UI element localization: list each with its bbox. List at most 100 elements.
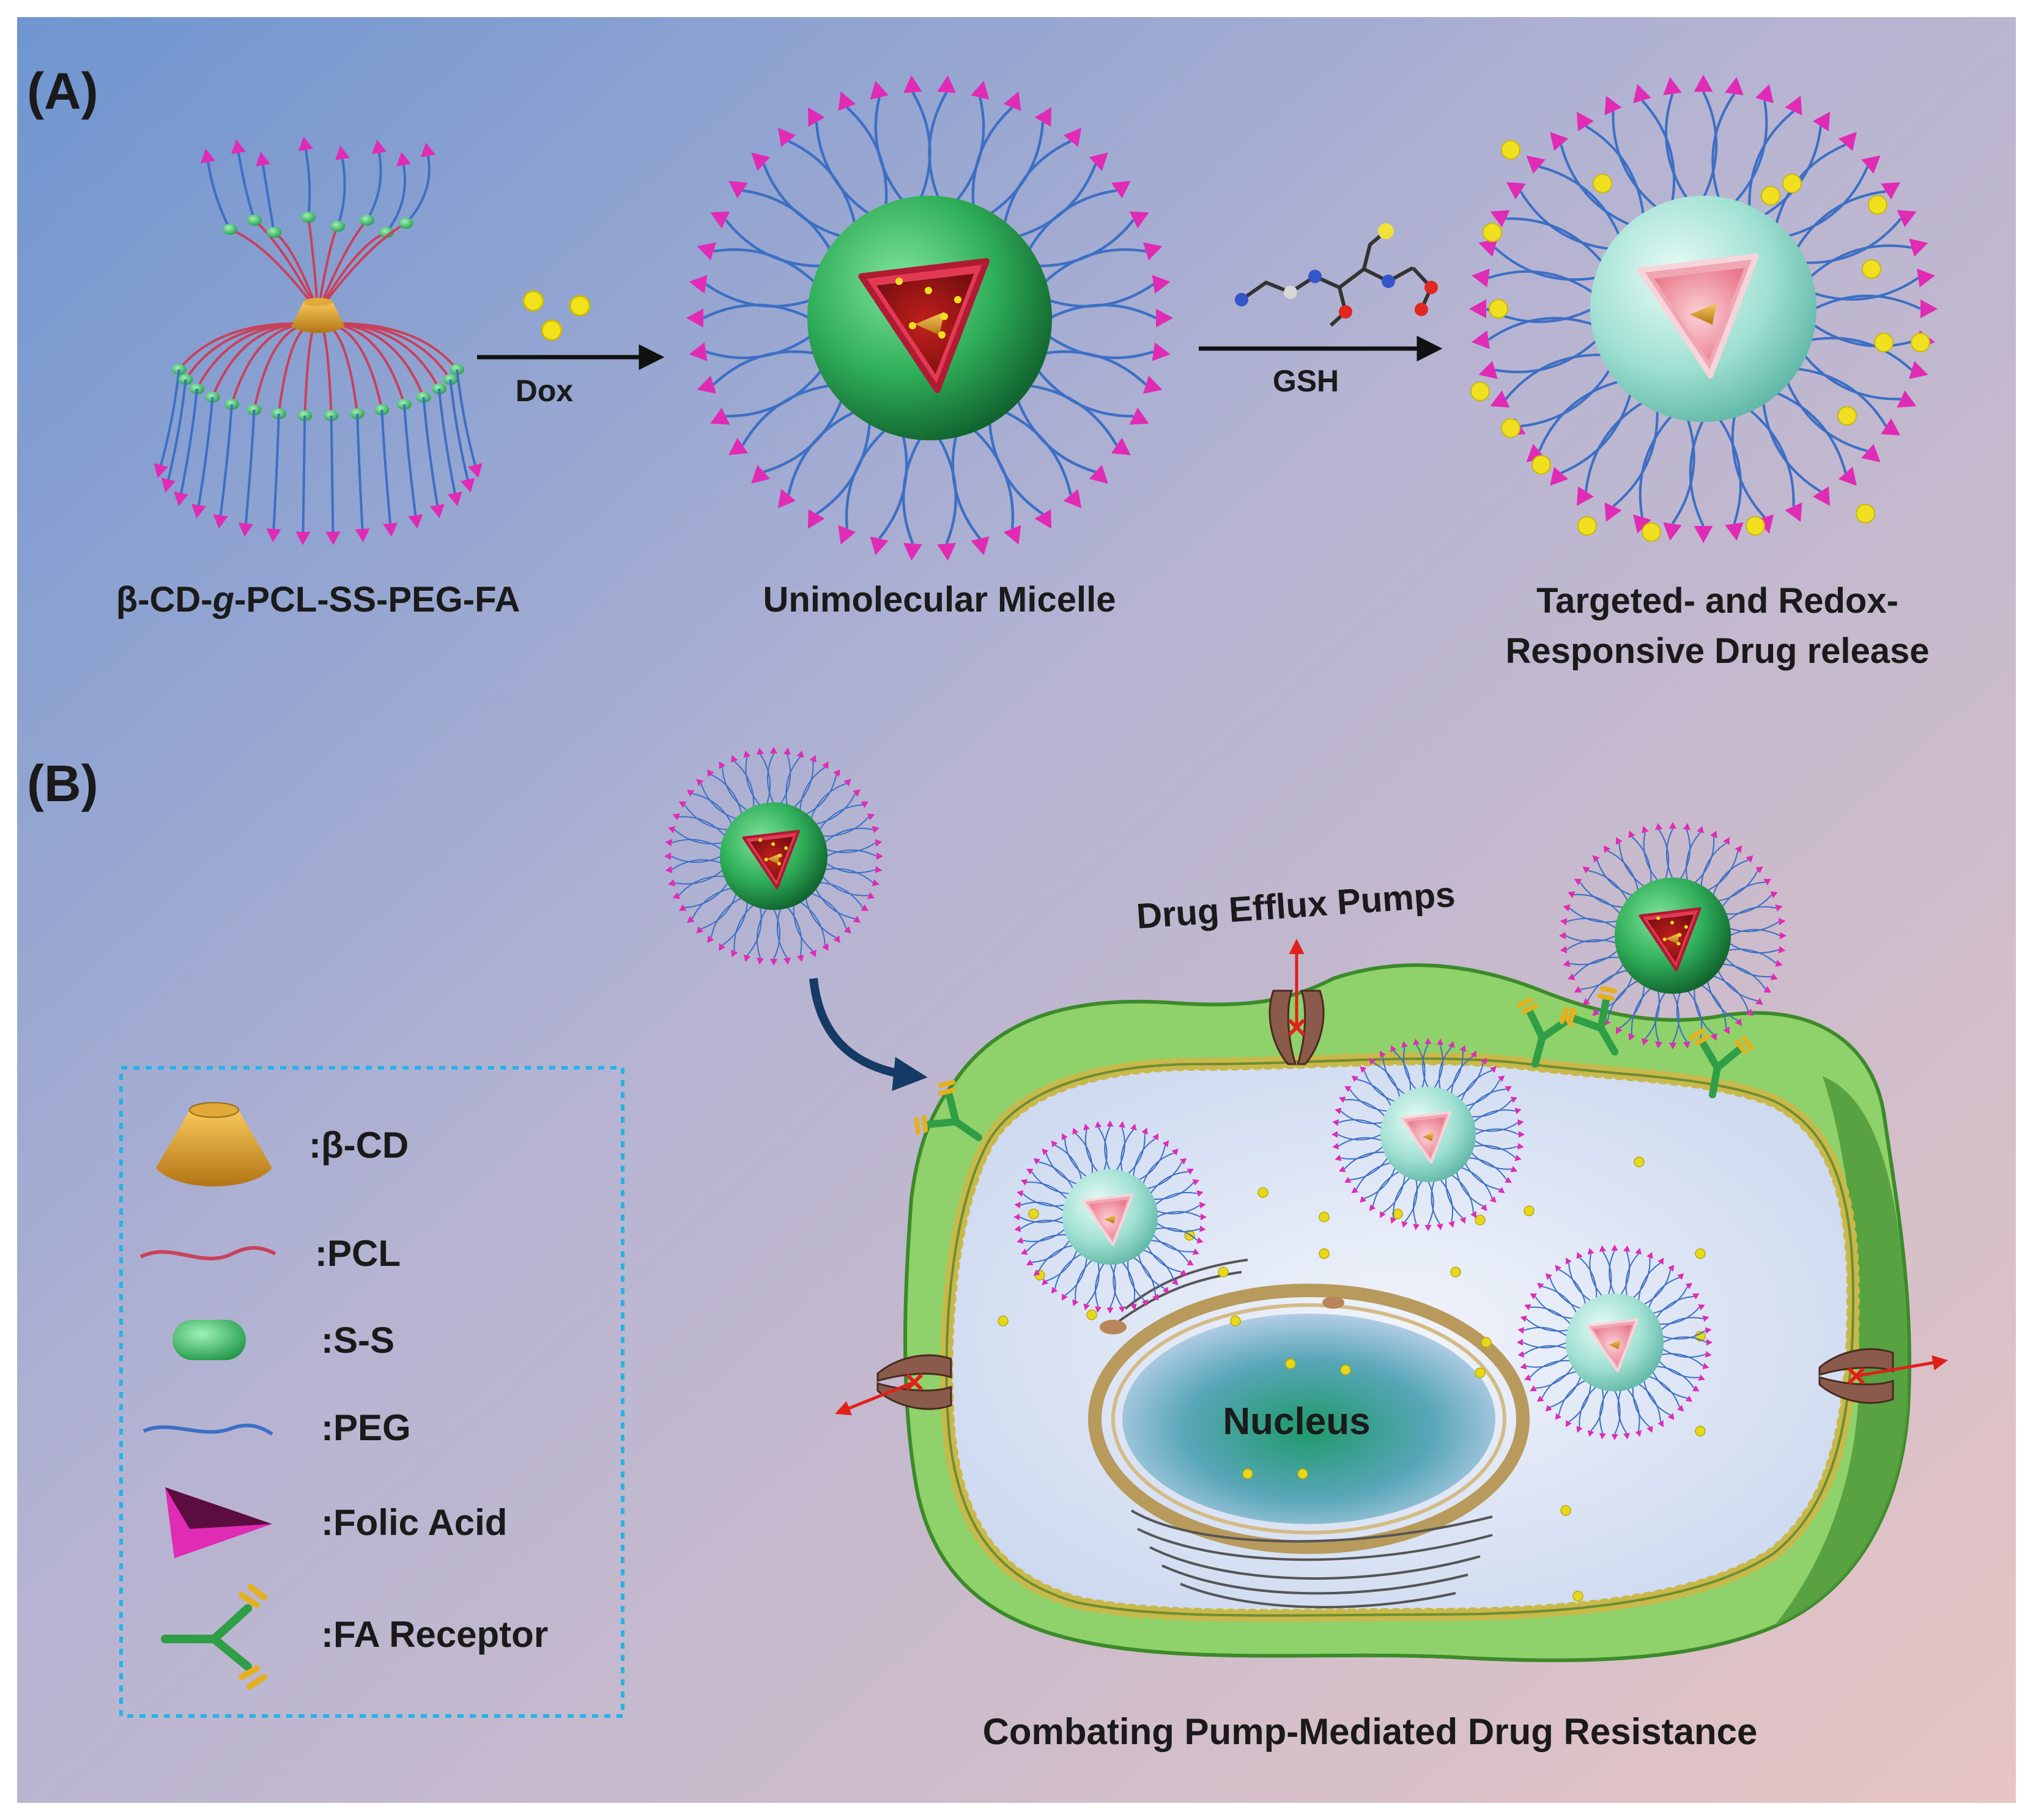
ss-bond [301, 212, 316, 223]
cell-inner-membrane-line [945, 1057, 1855, 1617]
peg-chain [1147, 1161, 1183, 1189]
peg-chain [1037, 1245, 1073, 1273]
folate-head-icon [1478, 239, 1498, 257]
peg-chain [1569, 907, 1618, 923]
folate-head-icon [1566, 1257, 1572, 1265]
folate-head-icon [1033, 1158, 1040, 1165]
folate-head-icon [1196, 1190, 1204, 1197]
peg-chain [1652, 1371, 1688, 1399]
peg-chain [1566, 917, 1617, 929]
legend-label-fa-receptor: :FA Receptor [321, 1614, 548, 1655]
peg-chain [1142, 1152, 1174, 1185]
folate-head-icon [853, 790, 861, 797]
peg-chain [1494, 246, 1598, 281]
folate-head-icon [1560, 945, 1568, 953]
peg-chain [1731, 415, 1766, 518]
peg-chain [1662, 1348, 1706, 1358]
peg-chain [691, 887, 732, 919]
intracellular-drug-dot [1572, 1591, 1583, 1602]
folate-head-icon [1698, 1374, 1705, 1381]
peg-chain [1026, 1182, 1068, 1200]
peg-chain [1064, 1138, 1087, 1177]
folate-head-icon [710, 211, 730, 229]
folate-head-icon [1413, 1224, 1420, 1230]
efflux-arrow [835, 1380, 915, 1416]
folate-head-icon [1592, 1008, 1600, 1016]
released-drug-dot [1470, 382, 1490, 401]
loaded-drug-dot [1670, 920, 1675, 925]
folate-head-icon [1042, 1149, 1049, 1156]
uptake-arrow [809, 978, 928, 1091]
peg-chain [826, 842, 876, 853]
peg-chain [1580, 963, 1624, 990]
peg-chain [671, 859, 722, 870]
peg-chain [705, 335, 812, 360]
folate-head-icon [1663, 76, 1682, 95]
folate-head-icon [1702, 1315, 1709, 1322]
folate-head-icon [1574, 986, 1582, 993]
peg-chain [1356, 1078, 1392, 1106]
peg-chain [1729, 928, 1780, 936]
peg-chain [670, 856, 722, 863]
peg-chain [1541, 1371, 1577, 1399]
folate-head-icon [719, 761, 726, 769]
peg-chain [733, 904, 754, 952]
pcl-chain [317, 231, 387, 313]
peg-chain [180, 388, 199, 494]
folate-head-icon [1517, 1119, 1524, 1126]
folate-head-icon [1089, 152, 1108, 171]
folate-head-icon [1498, 1075, 1505, 1082]
peg-chain [1473, 1145, 1516, 1159]
folate-head-icon [1563, 960, 1571, 967]
peg-chain [1142, 1249, 1175, 1281]
peg-chain [456, 369, 476, 465]
receptor-arm [1526, 1008, 1546, 1041]
peg-chain [1569, 950, 1618, 966]
peg-chain [1614, 1389, 1621, 1435]
folate-head-icon [1424, 1038, 1432, 1044]
peg-chain [1653, 1286, 1688, 1314]
folate-head-icon [707, 769, 714, 777]
legend-label-folic-acid: :Folic Acid [321, 1502, 507, 1543]
peg-chain [787, 906, 802, 956]
folic-acid-icon [165, 1487, 272, 1558]
folate-head-icon [161, 478, 176, 493]
folate-head-icon [1576, 1426, 1583, 1433]
folate-head-icon [1692, 1385, 1700, 1391]
loaded-drug-dot [941, 313, 948, 320]
folate-head-icon [1152, 1133, 1158, 1141]
folate-head-icon [757, 747, 765, 755]
folate-head-icon [266, 528, 281, 542]
peg-chain [1596, 859, 1633, 897]
gsh-atom [1284, 286, 1297, 299]
peg-chain [1523, 1345, 1568, 1355]
peg-chain [1019, 1216, 1064, 1223]
folate-head-icon [1335, 1108, 1342, 1115]
folate-head-icon [1448, 1041, 1455, 1048]
peg-chain [874, 97, 905, 202]
folate-head-icon [1685, 1282, 1692, 1290]
folate-head-icon [1655, 823, 1663, 830]
peg-chain [1020, 1219, 1064, 1230]
folate-head-icon [821, 761, 829, 769]
folate-head-icon [1667, 1265, 1675, 1272]
released-drug-dot [1593, 174, 1612, 193]
ss-bond-icon [172, 1320, 246, 1360]
folate-head-icon [1095, 1306, 1102, 1313]
folate-head-icon [1657, 1257, 1664, 1265]
folate-head-icon [1156, 308, 1173, 328]
folate-head-icon [668, 826, 676, 834]
folate-head-icon [1706, 1339, 1713, 1346]
gsh-atom [1308, 270, 1322, 283]
intracellular-drug-dot [1028, 1208, 1039, 1219]
peg-chain [1644, 990, 1660, 1040]
receptor-binding-site [1559, 1007, 1577, 1026]
peg-chain [1662, 1330, 1706, 1340]
peg-chain [1372, 1062, 1401, 1098]
folate-head-icon [1034, 107, 1051, 127]
peg-chain [1694, 988, 1714, 1035]
folate-head-icon [1517, 1351, 1525, 1358]
folate-head-icon [697, 375, 716, 394]
loaded-drug-dot [895, 278, 903, 285]
polymer-caption: β-CD-g-PCL-SS-PEG-FA [116, 580, 520, 620]
